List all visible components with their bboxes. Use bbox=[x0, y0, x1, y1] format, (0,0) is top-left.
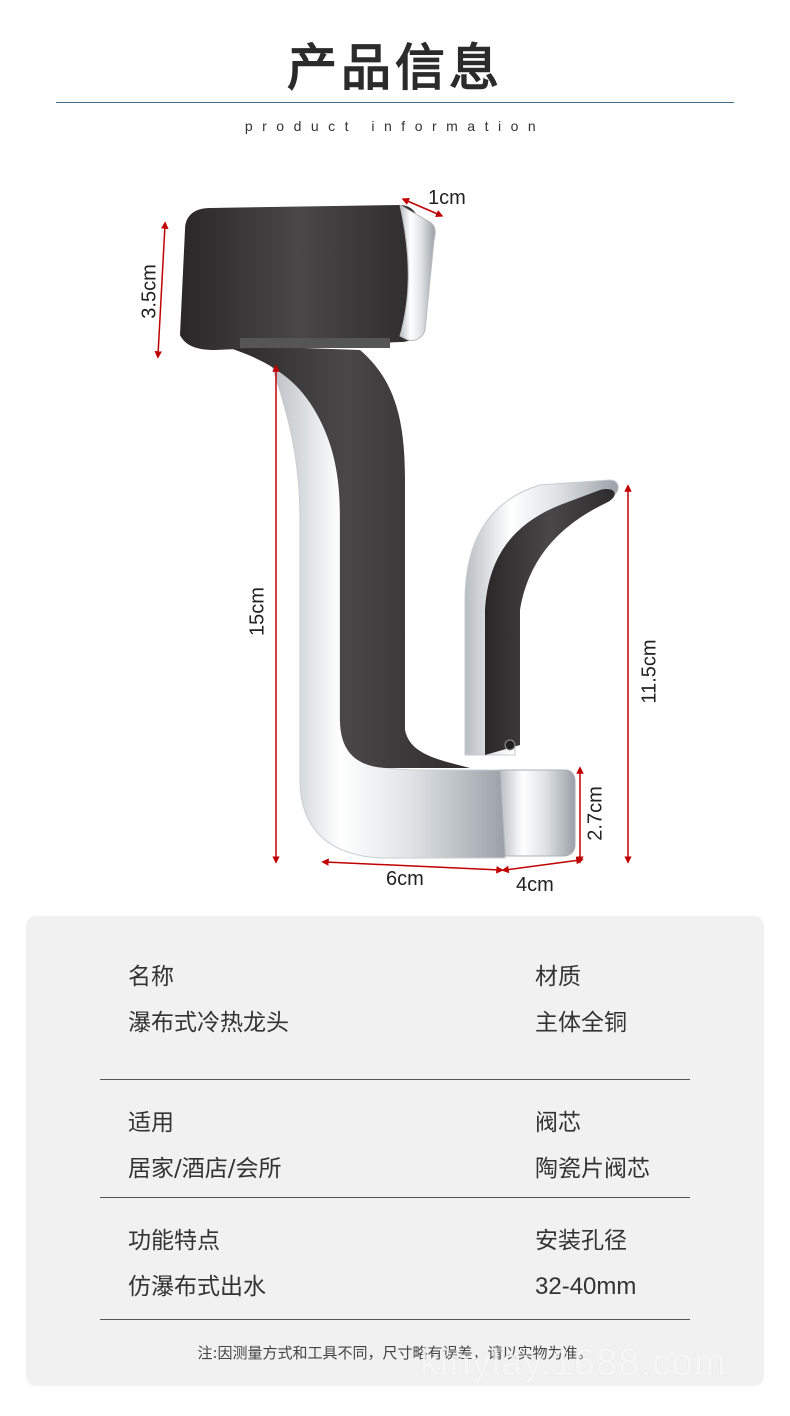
page-subtitle: product information bbox=[244, 118, 546, 134]
dim-label-base-height: 2.7cm bbox=[584, 786, 607, 841]
title-divider bbox=[56, 102, 734, 103]
faucet-spout bbox=[180, 205, 418, 350]
page-title: 产品信息 bbox=[287, 39, 503, 97]
spec-divider bbox=[100, 1197, 690, 1198]
dim-line-base-length bbox=[321, 858, 504, 874]
faucet-illustration bbox=[154, 198, 632, 874]
dim-label-spout-height: 3.5cm bbox=[138, 264, 161, 319]
spec-cell: 安装孔径 32-40mm bbox=[535, 1226, 636, 1302]
dim-label-base-width: 4cm bbox=[516, 874, 554, 896]
disclaimer-note: 注:因测量方式和工具不同，尺寸略有误差，请以实物为准。 bbox=[197, 1344, 593, 1362]
dim-label-handle-height: 11.5cm bbox=[638, 639, 661, 704]
spec-row: 功能特点 仿瀑布式出水 安装孔径 32-40mm bbox=[100, 1198, 690, 1320]
spec-value: 仿瀑布式出水 bbox=[128, 1274, 266, 1300]
handle-stripe bbox=[485, 489, 615, 755]
spec-label: 适用 bbox=[128, 1110, 174, 1136]
spec-value: 主体全铜 bbox=[535, 1010, 627, 1036]
spec-value: 陶瓷片阀芯 bbox=[535, 1156, 650, 1182]
faucet-body-stripe bbox=[220, 345, 470, 768]
spec-value: 32-40mm bbox=[535, 1273, 637, 1300]
spec-label: 材质 bbox=[535, 964, 581, 990]
spec-cell: 适用 居家/酒店/会所 bbox=[128, 1108, 282, 1184]
handle-screw bbox=[504, 739, 516, 751]
spec-row: 适用 居家/酒店/会所 阀芯 陶瓷片阀芯 bbox=[100, 1080, 690, 1198]
faucet-base bbox=[499, 769, 576, 857]
spec-cell: 材质 主体全铜 bbox=[535, 962, 627, 1038]
dim-line-base-width bbox=[501, 856, 584, 874]
spec-cell: 名称 瀑布式冷热龙头 bbox=[128, 962, 289, 1038]
watermark: kinylay.1688.com bbox=[420, 1342, 727, 1384]
spec-cell: 功能特点 仿瀑布式出水 bbox=[128, 1226, 266, 1302]
spec-label: 名称 bbox=[128, 964, 174, 990]
spec-row: 名称 瀑布式冷热龙头 材质 主体全铜 bbox=[100, 962, 690, 1080]
dim-line-spout-width bbox=[401, 198, 444, 217]
spec-value: 瀑布式冷热龙头 bbox=[128, 1010, 289, 1036]
spout-chrome-edge bbox=[399, 204, 436, 341]
spec-divider bbox=[100, 1079, 690, 1080]
spec-label: 安装孔径 bbox=[535, 1228, 627, 1254]
dim-label-body-height: 15cm bbox=[246, 587, 269, 636]
spec-cell: 阀芯 陶瓷片阀芯 bbox=[535, 1108, 650, 1184]
spout-aerator bbox=[240, 338, 390, 348]
spec-label: 功能特点 bbox=[128, 1228, 220, 1254]
specs-card bbox=[26, 916, 764, 1386]
spec-value: 居家/酒店/会所 bbox=[128, 1156, 282, 1182]
dim-line-spout-height bbox=[154, 221, 169, 359]
dim-label-base-length: 6cm bbox=[386, 868, 424, 890]
spec-divider bbox=[100, 1319, 690, 1320]
dim-label-spout-width: 1cm bbox=[428, 187, 466, 209]
spec-label: 阀芯 bbox=[535, 1110, 581, 1136]
